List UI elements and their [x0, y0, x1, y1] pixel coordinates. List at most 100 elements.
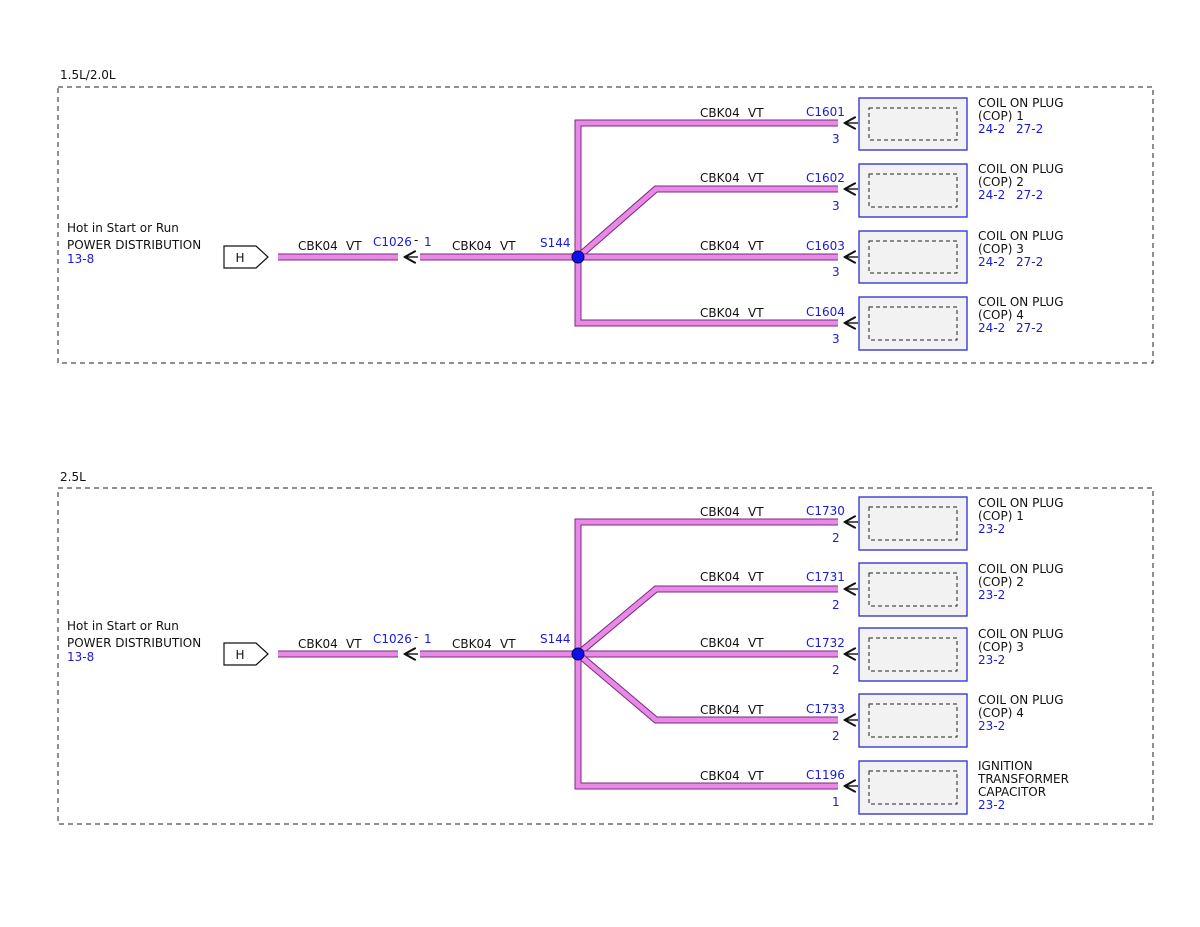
- branch-row: CBK04 VT C1732 2 COIL ON PLUG (COP) 3 23…: [700, 627, 1064, 682]
- device-box[interactable]: [858, 760, 968, 815]
- branch-wire-color: VT: [748, 636, 764, 650]
- inline-connector-id[interactable]: C1026: [373, 632, 412, 646]
- inline-connector-dash: -: [414, 630, 418, 644]
- device-label-line2: (COP) 1: [978, 109, 1024, 123]
- device-inner-outline: [868, 703, 958, 738]
- branch-connector-id[interactable]: C1731: [806, 570, 845, 584]
- source-ref: 13-8: [67, 650, 94, 664]
- device-ref-1[interactable]: 24-2: [978, 122, 1005, 136]
- branch-connector-id[interactable]: C1602: [806, 171, 845, 185]
- branch-row: CBK04 VT C1731 2 COIL ON PLUG (COP) 2 23…: [700, 562, 1064, 617]
- device-box[interactable]: [858, 693, 968, 748]
- branch-pin: 3: [832, 199, 840, 213]
- branch-pin: 3: [832, 132, 840, 146]
- branch-row: CBK04 VT C1733 2 COIL ON PLUG (COP) 4 23…: [700, 693, 1064, 748]
- device-ref-2[interactable]: 27-2: [1016, 188, 1043, 202]
- device-ref-1[interactable]: 23-2: [978, 653, 1005, 667]
- device-ref-2[interactable]: 27-2: [1016, 122, 1043, 136]
- source-label-line1: Hot in Start or Run: [67, 221, 179, 235]
- device-ref-1[interactable]: 24-2: [978, 321, 1005, 335]
- section-1-boundary: [57, 86, 1154, 364]
- branch-wire-code: CBK04: [700, 505, 740, 519]
- branch-connector-id[interactable]: C1601: [806, 105, 845, 119]
- device-box[interactable]: [858, 496, 968, 551]
- device-ref-1[interactable]: 23-2: [978, 588, 1005, 602]
- device-ref-1[interactable]: 24-2: [978, 255, 1005, 269]
- device-ref-1[interactable]: 24-2: [978, 188, 1005, 202]
- section-2-title: 2.5L: [60, 470, 86, 484]
- left-wire-code: CBK04: [298, 637, 338, 651]
- splice-label[interactable]: S144: [540, 236, 571, 250]
- device-inner-outline: [868, 770, 958, 805]
- branch-row: CBK04 VT C1196 1 IGNITION TRANSFORMER CA…: [700, 759, 1069, 815]
- section-2-boundary: [57, 487, 1154, 825]
- branch-wire-code: CBK04: [700, 106, 740, 120]
- branch-row: CBK04 VT C1602 3 COIL ON PLUG (COP) 2 24…: [700, 162, 1064, 218]
- branch-wire-color: VT: [748, 306, 764, 320]
- device-ref-1[interactable]: 23-2: [978, 522, 1005, 536]
- branch-connector-id[interactable]: C1732: [806, 636, 845, 650]
- branch-wire-code: CBK04: [700, 239, 740, 253]
- branch-wire-color: VT: [748, 505, 764, 519]
- branch-wire-color: VT: [748, 239, 764, 253]
- branch-pin: 2: [832, 663, 840, 677]
- splice-label[interactable]: S144: [540, 632, 571, 646]
- device-label-line2: (COP) 1: [978, 509, 1024, 523]
- device-label-line1: COIL ON PLUG: [978, 229, 1064, 243]
- source-ref: 13-8: [67, 252, 94, 266]
- device-label-line1: COIL ON PLUG: [978, 627, 1064, 641]
- device-box[interactable]: [858, 230, 968, 284]
- branch-wire-code: CBK04: [700, 636, 740, 650]
- device-inner-outline: [868, 506, 958, 541]
- branch-row: CBK04 VT C1603 3 COIL ON PLUG (COP) 3 24…: [700, 229, 1064, 284]
- source-tag-label: H: [235, 648, 244, 662]
- branch-connector-id[interactable]: C1604: [806, 305, 845, 319]
- device-label-line2: TRANSFORMER: [977, 772, 1069, 786]
- device-ref-2[interactable]: 27-2: [1016, 255, 1043, 269]
- branch-wire-code: CBK04: [700, 703, 740, 717]
- device-box[interactable]: [858, 163, 968, 218]
- branch-wire-code: CBK04: [700, 769, 740, 783]
- device-box[interactable]: [858, 562, 968, 617]
- device-ref-1[interactable]: 23-2: [978, 719, 1005, 733]
- device-box[interactable]: [858, 296, 968, 351]
- device-label-line1: COIL ON PLUG: [978, 693, 1064, 707]
- source-tag-shape[interactable]: [223, 642, 269, 666]
- branch-row: CBK04 VT C1601 3 COIL ON PLUG (COP) 1 24…: [700, 96, 1064, 151]
- branch-connector-id[interactable]: C1733: [806, 702, 845, 716]
- inline-connector-pin: 1: [424, 235, 432, 249]
- splice-point[interactable]: [571, 250, 585, 264]
- branch-pin: 2: [832, 598, 840, 612]
- right-wire-color: VT: [500, 637, 516, 651]
- source-label-line2: POWER DISTRIBUTION: [67, 238, 201, 252]
- device-label-line2: (COP) 3: [978, 640, 1024, 654]
- branch-wire-color: VT: [748, 769, 764, 783]
- branch-connector-id[interactable]: C1196: [806, 768, 845, 782]
- wire-bundle: [278, 518, 838, 790]
- section-2: 2.5L Hot in Start or Run POWER DISTRIBUT…: [57, 470, 1154, 825]
- device-label-line3: CAPACITOR: [978, 785, 1046, 799]
- branch-pin: 3: [832, 332, 840, 346]
- branch-row: CBK04 VT C1604 3 COIL ON PLUG (COP) 4 24…: [700, 295, 1064, 351]
- source-label-line2: POWER DISTRIBUTION: [67, 636, 201, 650]
- branch-row: CBK04 VT C1730 2 COIL ON PLUG (COP) 1 23…: [700, 496, 1064, 551]
- device-box[interactable]: [858, 627, 968, 682]
- left-wire-code: CBK04: [298, 239, 338, 253]
- inline-connector-id[interactable]: C1026: [373, 235, 412, 249]
- branch-wire-code: CBK04: [700, 171, 740, 185]
- device-label-line1: COIL ON PLUG: [978, 96, 1064, 110]
- device-ref-1[interactable]: 23-2: [978, 798, 1005, 812]
- branch-wire-color: VT: [748, 703, 764, 717]
- device-label-line2: (COP) 3: [978, 242, 1024, 256]
- source-tag-shape[interactable]: [223, 245, 269, 269]
- branch-pin: 1: [832, 795, 840, 809]
- device-box[interactable]: [858, 97, 968, 151]
- device-ref-2[interactable]: 27-2: [1016, 321, 1043, 335]
- branch-connector-id[interactable]: C1603: [806, 239, 845, 253]
- branch-connector-id[interactable]: C1730: [806, 504, 845, 518]
- splice-point[interactable]: [571, 647, 585, 661]
- branch-wire-color: VT: [748, 106, 764, 120]
- device-label-line2: (COP) 4: [978, 308, 1024, 322]
- right-wire-code: CBK04: [452, 637, 492, 651]
- branch-wire-code: CBK04: [700, 306, 740, 320]
